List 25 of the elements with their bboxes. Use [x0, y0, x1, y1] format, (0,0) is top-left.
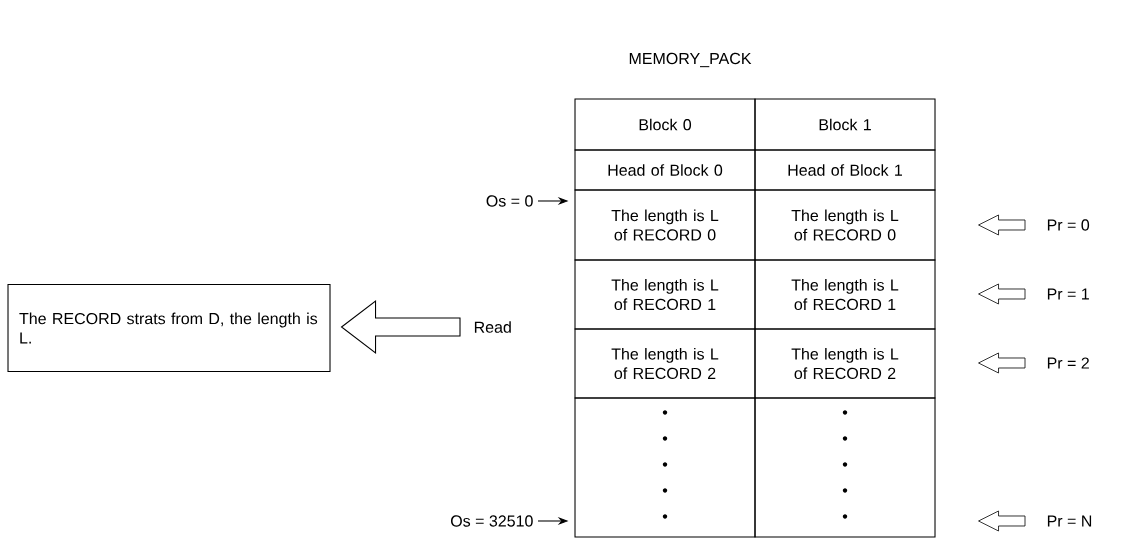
label: Pr = 2: [1047, 357, 1089, 369]
table-cell: Head of Block 1: [754, 149, 936, 191]
table-cell: [754, 397, 936, 538]
table-cell: The length is L of RECORD 2: [574, 328, 756, 399]
hollow-arrow: [978, 283, 1026, 305]
label: Read: [474, 321, 511, 333]
table-cell: Block 1: [754, 98, 936, 151]
table-cell: The length is L of RECORD 0: [754, 189, 936, 261]
label: Pr = 0: [1047, 219, 1090, 231]
hollow-arrow: [978, 352, 1026, 374]
table-cell: The length is L of RECORD 1: [574, 259, 756, 330]
label: Pr = N: [1047, 515, 1092, 527]
table-cell: Block 0: [574, 98, 756, 151]
label: Pr = 1: [1047, 288, 1089, 300]
table-cell: Head of Block 0: [574, 149, 756, 191]
offset-label: Os = 0: [486, 195, 533, 207]
table-cell: The length is L of RECORD 1: [754, 259, 936, 330]
table-cell: The length is L of RECORD 2: [754, 328, 936, 399]
text-box: The RECORD strats from D, the length is L.: [7, 283, 331, 373]
hollow-arrow: [978, 510, 1026, 532]
table-cell: [574, 397, 756, 538]
hollow-arrow: [978, 214, 1026, 236]
table-cell: The length is L of RECORD 0: [574, 189, 756, 261]
title: MEMORY_PACK: [629, 52, 752, 68]
offset-label: Os = 32510: [451, 515, 533, 527]
